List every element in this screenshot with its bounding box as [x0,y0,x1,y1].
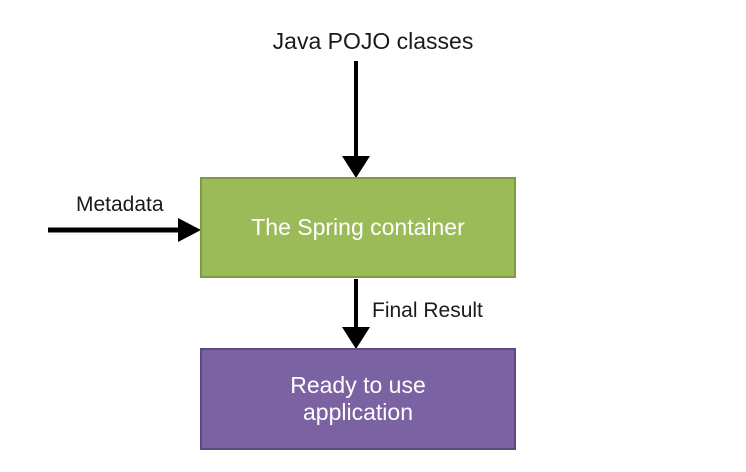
node-ready-application: Ready to use application [200,348,516,450]
node-ready-application-label-line2: application [303,399,413,425]
edge-label-metadata: Metadata [76,193,164,216]
edge-label-final-result: Final Result [372,299,483,322]
arrow-pojo-to-container [342,61,370,178]
arrow-container-to-application [342,279,370,349]
node-ready-application-label-line1: Ready to use [290,371,426,398]
node-spring-container: The Spring container [200,177,516,278]
edge-label-java-pojo-classes: Java POJO classes [272,28,474,54]
node-ready-application-label: Ready to use application [280,372,436,426]
arrow-metadata-to-container [48,218,201,242]
node-spring-container-label: The Spring container [251,213,465,240]
